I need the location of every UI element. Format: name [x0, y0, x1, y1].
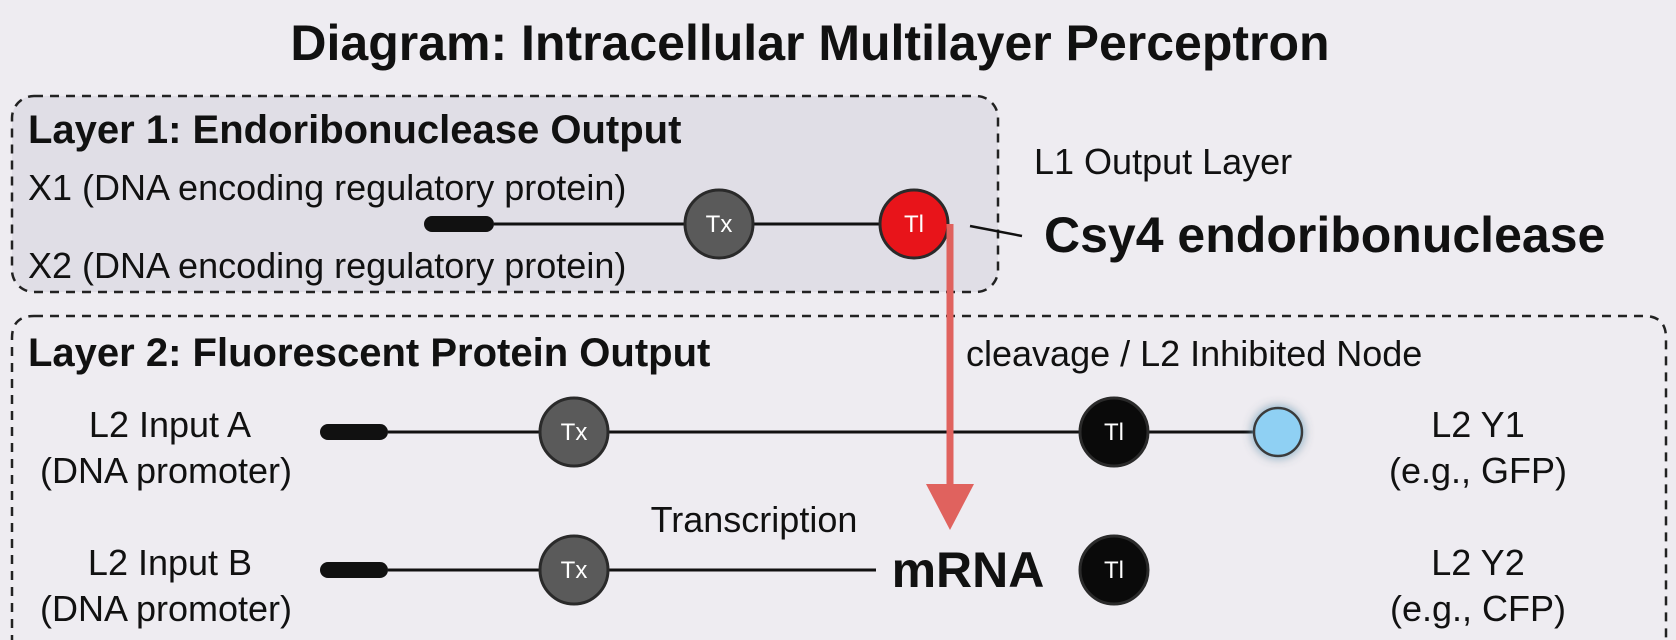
layer1-x2-label: X2 (DNA encoding regulatory protein) — [28, 245, 626, 286]
layer1-output-layer-label: L1 Output Layer — [1034, 141, 1292, 182]
layer2-row-b-promoter-bar — [320, 562, 388, 578]
layer2-row-a-tl-label: Tl — [1104, 419, 1124, 446]
layer2-input-b-line2: (DNA promoter) — [40, 588, 292, 629]
layer2-transcription-label: Transcription — [651, 499, 858, 540]
layer1-tl-label: Tl — [904, 211, 924, 238]
layer2-input-b-line1: L2 Input B — [88, 542, 252, 583]
layer2-row-b-tl-label: Tl — [1104, 557, 1124, 584]
layer2-mrna-label: mRNA — [892, 542, 1045, 598]
layer1-tx-node — [683, 188, 755, 260]
layer2-row-b-tl-node — [1078, 534, 1150, 606]
layer2-box — [10, 314, 1668, 640]
layer1-output-name: Csy4 endoribonuclease — [1044, 207, 1605, 263]
layer2-row-a-tl-node — [1078, 396, 1150, 468]
layer2-cleavage-label: cleavage / L2 Inhibited Node — [966, 333, 1422, 374]
layer2-y1-line1: L2 Y1 — [1431, 404, 1524, 445]
layer2-row-a-promoter-bar — [320, 424, 388, 440]
layer2-heading: Layer 2: Fluorescent Protein Output — [28, 331, 710, 375]
cleavage-arrow-head — [926, 484, 974, 530]
layer1-heading: Layer 1: Endoribonuclease Output — [28, 108, 681, 152]
layer2-row-a-tx-node — [538, 396, 610, 468]
layer2-row-a-tx-label: Tx — [561, 419, 588, 446]
layer2-input-a-line1: L2 Input A — [89, 404, 251, 445]
layer2-y1-output-node — [1252, 406, 1304, 458]
layer1-box — [10, 94, 1000, 294]
layer2-row-b-tx-label: Tx — [561, 557, 588, 584]
layer2-y2-line2: (e.g., CFP) — [1390, 588, 1566, 629]
diagram-title: Diagram: Intracellular Multilayer Percep… — [290, 15, 1329, 71]
layer1-output-connector — [969, 224, 1023, 238]
layer1-tx-label: Tx — [706, 211, 733, 238]
layer1-x1-label: X1 (DNA encoding regulatory protein) — [28, 167, 626, 208]
layer2-row-b-tx-node — [538, 534, 610, 606]
layer2-y1-line2: (e.g., GFP) — [1389, 450, 1567, 491]
layer1-promoter-bar — [424, 216, 494, 232]
layer2-y2-line1: L2 Y2 — [1431, 542, 1524, 583]
layer2-input-a-line2: (DNA promoter) — [40, 450, 292, 491]
